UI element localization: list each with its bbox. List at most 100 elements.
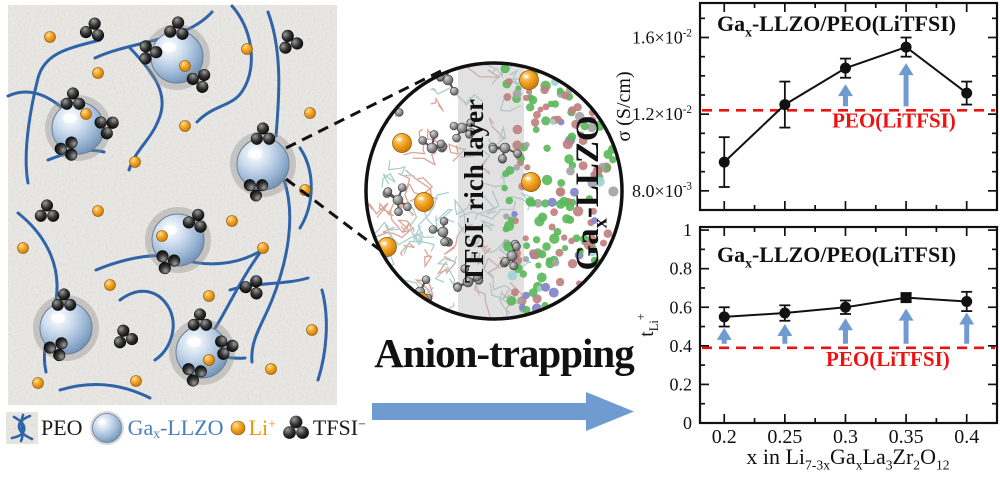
peo-chain <box>127 46 164 172</box>
data-point <box>718 311 730 323</box>
tfsi-anion <box>43 337 68 362</box>
li-ion <box>80 108 92 120</box>
tfsi-anion <box>139 40 163 65</box>
li-ion <box>519 70 539 90</box>
li-ion <box>414 192 434 212</box>
inset-llzo-label: Gax-LLZO <box>570 115 612 270</box>
data-point <box>839 301 851 313</box>
li-ion <box>226 215 238 227</box>
data-point <box>961 295 973 307</box>
legend-label: Gax-LLZO <box>127 414 224 441</box>
tfsi-anion <box>182 208 207 233</box>
tfsi-anion <box>250 122 276 145</box>
li-ion <box>179 60 191 72</box>
composite-electrolyte-schematic <box>6 4 337 405</box>
li-ion <box>265 363 277 375</box>
chart-title: Gax-LLZO/PEO(LiTFSI) <box>717 11 956 40</box>
y-tick-labels: 0 0.2 0.4 0.6 0.8 1 <box>670 220 693 433</box>
li-ion <box>129 156 141 168</box>
data-point <box>900 292 912 304</box>
peo-chain <box>24 38 102 185</box>
tfsi-molecule <box>428 216 453 247</box>
li-ion <box>392 133 412 153</box>
peo-chain <box>298 146 313 230</box>
y-tick-label: 1.6×10-2 <box>632 27 692 47</box>
x-tick-label: 0.25 <box>767 426 802 448</box>
tfsi-anion <box>34 199 60 222</box>
baseline-label: PEO(LiTFSI) <box>826 347 950 371</box>
peo-chain <box>212 248 264 332</box>
peo-chain <box>58 383 152 400</box>
y-axis-label: σ (S/cm) <box>613 71 635 141</box>
li-ion <box>44 31 56 43</box>
tfsi-anion <box>182 363 207 387</box>
y-tick-label: 0.2 <box>670 374 693 394</box>
x-tick-label: 0.3 <box>833 426 858 448</box>
tfsi-anion <box>243 179 269 202</box>
peo-chain <box>316 288 328 382</box>
legend-label: PEO <box>41 415 83 440</box>
md-snapshot-inset: TFSI- rich layer Gax-LLZO <box>364 61 624 321</box>
tfsi-anion <box>113 324 139 349</box>
li-ion <box>257 242 269 254</box>
data-point <box>718 156 730 168</box>
data-point <box>839 62 851 74</box>
li-ion-icon <box>230 420 246 436</box>
y-axis-label: tLi+ <box>634 313 661 337</box>
anion-trapping-label: Anion-trapping <box>374 330 634 376</box>
tfsi-anion <box>164 16 189 40</box>
anion-trapping-arrow-shape <box>372 392 634 431</box>
y-tick-label: 0 <box>683 413 692 433</box>
plot-frame <box>698 1 999 212</box>
anion-trapping-arrow <box>372 392 634 431</box>
data-point <box>779 99 791 111</box>
y-tick-label: 0.6 <box>670 297 693 317</box>
li-ion <box>17 242 29 254</box>
y-tick-label: 1 <box>683 220 692 240</box>
axis-ticks <box>700 3 998 211</box>
y-tick-label: 0.4 <box>670 336 693 356</box>
li-ion <box>156 230 168 242</box>
legend-item-0: PEO <box>6 412 83 444</box>
transference-chart: Gax-LLZO/PEO(LiTFSI) PEO(LiTFSI) 0 0.2 0.4 0.… <box>634 220 999 473</box>
data-point <box>961 87 973 99</box>
chart-title: Gax-LLZO/PEO(LiTFSI) <box>717 242 956 271</box>
magnifier-callout <box>285 66 448 255</box>
li-ion <box>203 354 215 366</box>
li-ion <box>92 205 104 217</box>
peo-chain <box>266 10 281 138</box>
tfsi-anion <box>51 288 77 311</box>
y-tick-labels: 1.6×10-21.2×10-28.0×10-3 <box>632 27 692 201</box>
legend-item-3: TFSI− <box>282 415 366 441</box>
tfsi-anion <box>186 68 211 93</box>
tfsi-molecule <box>382 183 412 217</box>
inset-border <box>364 61 624 321</box>
tfsi-molecule <box>453 264 484 292</box>
tfsi-molecule <box>418 130 448 154</box>
y-tick-label: 0.8 <box>670 259 693 279</box>
enhancement-arrows <box>837 63 914 107</box>
peo-chain <box>118 289 175 362</box>
tfsi-anion <box>279 29 304 54</box>
li-ion <box>241 43 253 55</box>
enhancement-arrows <box>716 308 975 344</box>
x-tick-label: 0.35 <box>889 426 924 448</box>
tfsi-anion <box>239 275 263 300</box>
legend-item-2: Li+ <box>230 415 276 441</box>
li-ion <box>32 377 44 389</box>
tfsi-anion <box>79 17 105 42</box>
x-axis-label: x in Li7-3xGaxLa3Zr2O12 <box>746 444 949 473</box>
peo-chain-icon <box>6 412 38 444</box>
li-ion <box>104 279 116 291</box>
callout-line-upper <box>285 66 448 150</box>
legend-label: TFSI− <box>312 415 366 440</box>
tfsi-anion <box>187 308 213 331</box>
tfsi-anion <box>156 250 181 275</box>
li-ion <box>130 375 142 387</box>
legend-item-1: Gax-LLZO <box>89 410 224 446</box>
tfsi-anion <box>54 136 78 161</box>
band-label: TFSI- rich layer <box>457 99 489 283</box>
